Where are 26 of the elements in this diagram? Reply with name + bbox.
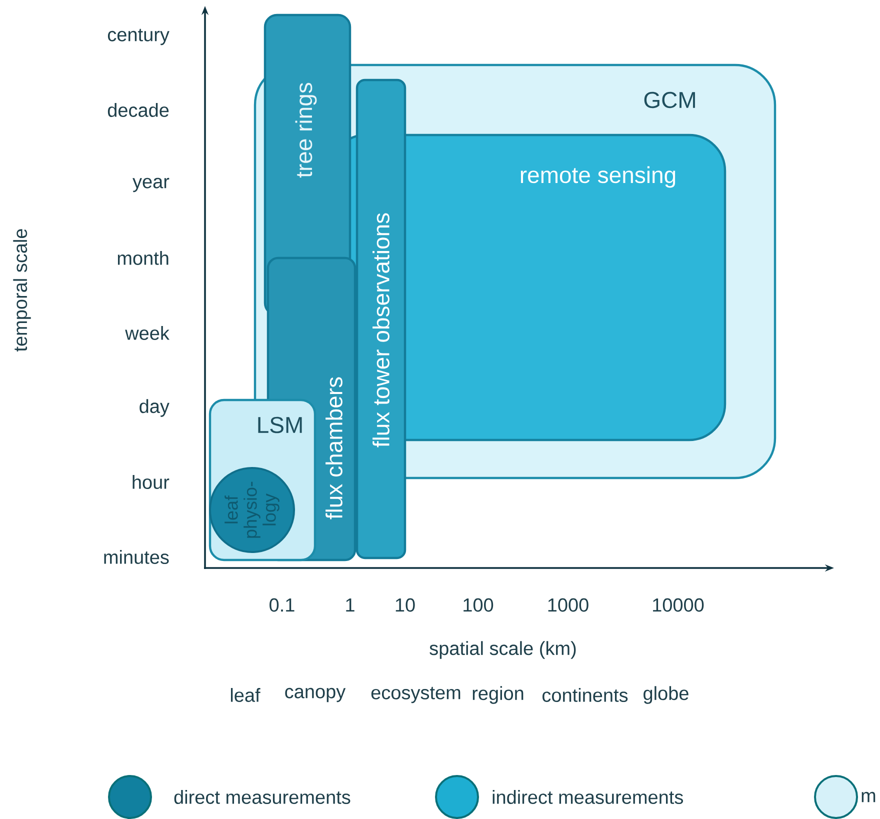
tick-label: 10 xyxy=(396,598,415,612)
tick-label: year xyxy=(132,178,170,192)
tick-label: decade xyxy=(108,103,169,117)
tick-label: hour xyxy=(132,475,170,489)
scale-label: leaf xyxy=(230,688,260,702)
scale-label: globe xyxy=(644,686,688,704)
axis-title: temporal scale xyxy=(13,229,31,352)
scale-label: continents xyxy=(542,688,628,702)
tick-label: 1000 xyxy=(548,598,588,612)
axis-title: spatial scale (km) xyxy=(430,641,576,659)
legend-label: indirect measurements xyxy=(492,790,683,804)
tick-label: day xyxy=(140,399,170,417)
scale-label: ecosystem xyxy=(371,686,460,704)
tick-label: 100 xyxy=(464,598,494,612)
legend-label: m xyxy=(862,792,876,802)
tick-label: week xyxy=(125,326,170,340)
tick-label: 0.1 xyxy=(270,598,294,612)
tick-label: month xyxy=(118,251,168,265)
legend-label: direct measurements xyxy=(174,790,350,804)
tick-label: 10000 xyxy=(653,598,704,612)
tick-label: minutes xyxy=(104,550,169,564)
scale-label: region xyxy=(472,686,524,704)
scale-label: canopy xyxy=(285,688,346,702)
scale-box: flux tower observations xyxy=(356,78,406,560)
tick-label: 1 xyxy=(346,598,354,612)
tick-label: century xyxy=(108,28,170,46)
